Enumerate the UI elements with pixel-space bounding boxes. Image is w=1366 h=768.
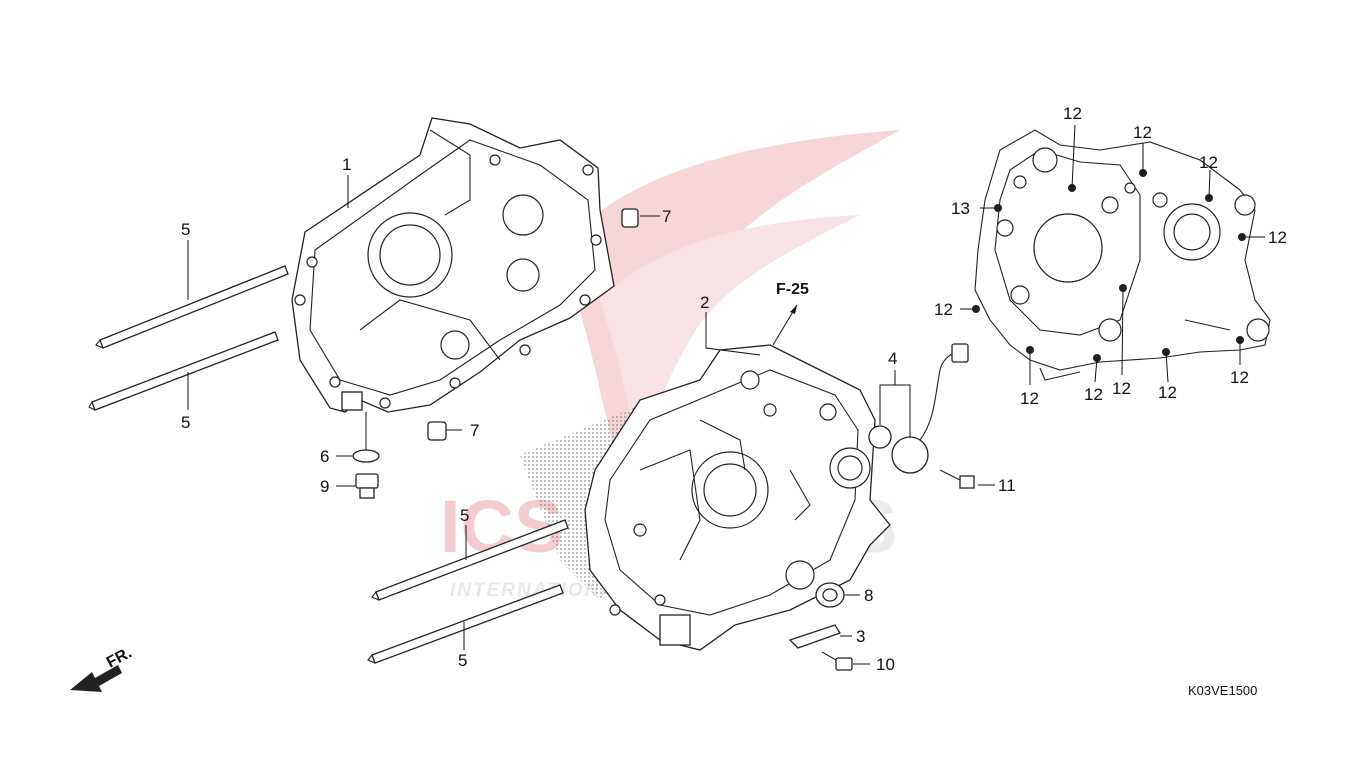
callout-7a: 7 — [662, 207, 671, 226]
callout-5d: 5 — [458, 651, 467, 670]
stud-bolts — [88, 265, 569, 664]
callout-12c: 12 — [1199, 153, 1218, 172]
callout-12i: 12 — [1158, 383, 1177, 402]
callout-1: 1 — [342, 155, 351, 174]
oil-seal — [815, 582, 845, 608]
crankcase-gasket — [972, 129, 1271, 381]
right-crankcase-half — [291, 117, 615, 413]
callout-5a: 5 — [181, 220, 190, 239]
neutral-switch-assembly — [868, 343, 975, 489]
drain-washer-and-bolt — [352, 449, 380, 499]
reference-label: F-25 — [776, 281, 809, 298]
callout-12f: 12 — [1020, 389, 1039, 408]
callout-11: 11 — [998, 476, 1016, 495]
callout-3: 3 — [856, 627, 865, 646]
left-crankcase-half — [520, 344, 891, 651]
callout-12h: 12 — [1112, 379, 1131, 398]
callout-12a: 12 — [1063, 104, 1082, 123]
front-direction-arrow: FR. — [70, 644, 135, 692]
callout-4: 4 — [888, 349, 897, 368]
front-direction-label: FR. — [104, 644, 135, 671]
callout-2: 2 — [700, 293, 709, 312]
callout-5c: 5 — [460, 506, 469, 525]
callout-10: 10 — [876, 655, 895, 674]
dowel-pins — [427, 208, 639, 441]
callout-labels: 1 2 3 4 5 5 5 5 6 7 7 8 9 10 11 12 12 12… — [181, 104, 1287, 674]
leader-lines — [187, 124, 1265, 665]
callout-6: 6 — [320, 447, 329, 466]
callout-12j: 12 — [1230, 368, 1249, 387]
diagram-code: K03VE1500 — [1188, 683, 1257, 698]
setting-plate-and-bolt — [788, 624, 853, 671]
callout-12b: 12 — [1133, 123, 1152, 142]
callout-7b: 7 — [470, 421, 479, 440]
callout-12d: 12 — [1268, 228, 1287, 247]
callout-8: 8 — [864, 586, 873, 605]
callout-12g: 12 — [1084, 385, 1103, 404]
callout-5b: 5 — [181, 413, 190, 432]
callout-9: 9 — [320, 477, 329, 496]
callout-12e: 12 — [934, 300, 953, 319]
callout-13: 13 — [951, 199, 970, 218]
reference-callout: F-25 — [772, 281, 809, 346]
